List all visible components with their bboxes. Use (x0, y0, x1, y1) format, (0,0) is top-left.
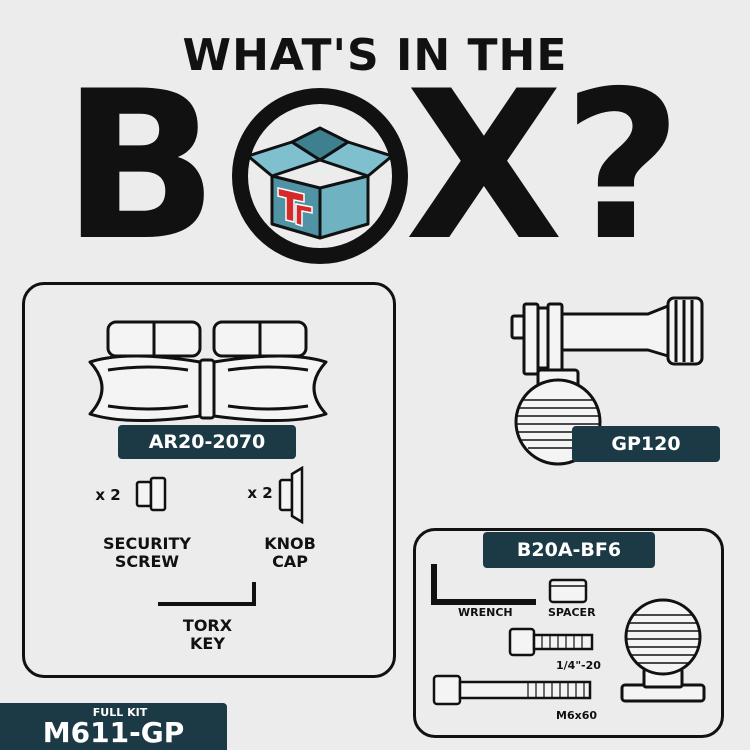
knob-cap-label-2: CAP (272, 552, 308, 571)
security-screw-label-1: SECURITY (103, 534, 191, 553)
knob-cap-label-1: KNOB (264, 534, 316, 553)
security-screw-qty: x 2 (95, 486, 121, 504)
double-socket-arm-icon (88, 320, 328, 423)
header-big-x-question: X? (405, 48, 682, 286)
b20a-bf6-label: B20A-BF6 (483, 532, 655, 568)
bolt-small-icon (508, 627, 594, 657)
knob-cap-qty: x 2 (247, 484, 273, 502)
full-kit-badge (0, 703, 227, 750)
spacer-label: SPACER (548, 606, 596, 619)
torx-key-label-2: KEY (190, 634, 225, 653)
box-icon (232, 88, 408, 264)
bolt-small-label: 1/4"-20 (556, 659, 601, 672)
tf-logo-icon (277, 187, 313, 228)
wrench-icon (431, 564, 536, 605)
ar20-2070-label: AR20-2070 (118, 425, 296, 459)
security-screw-label-2: SCREW (114, 552, 180, 571)
torx-key-icon (158, 582, 256, 606)
knob-cap-icon (278, 465, 304, 525)
ball-base-icon (620, 598, 706, 703)
full-kit-code: M611-GP (42, 716, 185, 749)
full-kit-small-label: FULL KIT (92, 706, 148, 719)
torx-key-label-1: TORX (182, 616, 233, 635)
header-big-b: B (62, 48, 219, 286)
wrench-label: WRENCH (458, 606, 513, 619)
left-panel (22, 282, 396, 678)
bolt-large-label: M6x60 (556, 709, 598, 722)
bolt-large-icon (432, 674, 592, 706)
spacer-icon (548, 578, 588, 604)
header-top-line: WHAT'S IN THE (182, 30, 568, 81)
security-screw-icon (135, 476, 167, 512)
gp120-label: GP120 (572, 426, 720, 462)
